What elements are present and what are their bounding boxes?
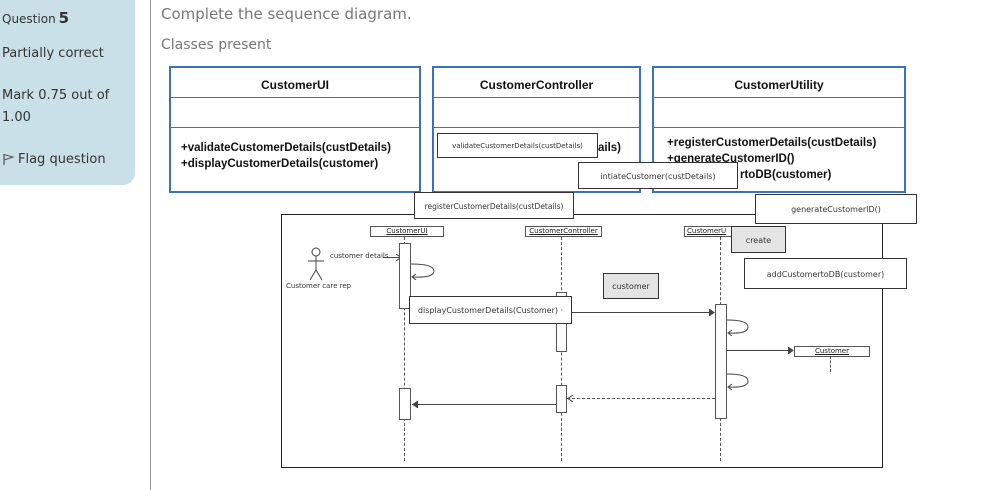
arrowhead-icon bbox=[709, 309, 715, 316]
class-box-customercontroller: CustomerController ails) bbox=[432, 66, 641, 193]
class-operation: +validateCustomerDetails(custDetails) bbox=[181, 142, 391, 154]
class-name: CustomerUtility bbox=[734, 78, 824, 92]
class-name: CustomerUI bbox=[260, 78, 329, 92]
question-label-text: Question bbox=[2, 12, 56, 26]
message-arrow bbox=[383, 257, 400, 258]
question-mark-line1: Mark 0.75 out of bbox=[2, 88, 110, 103]
activation-bar bbox=[399, 388, 411, 420]
class-box-customerui: CustomerUI +validateCustomerDetails(cust… bbox=[169, 66, 421, 193]
question-mark-line2: 1.00 bbox=[2, 110, 31, 125]
class-divider bbox=[171, 97, 419, 98]
drag-token-validate[interactable]: validateCustomerDetails(custDetails) bbox=[437, 133, 598, 158]
drag-token-display[interactable]: displayCustomerDetails(Customer) · bbox=[409, 296, 572, 324]
arrowhead-icon bbox=[788, 347, 794, 354]
drag-token-register[interactable]: registerCustomerDetails(custDetails) bbox=[414, 192, 574, 219]
class-divider bbox=[434, 97, 639, 98]
flag-question-link[interactable]: Flag question bbox=[2, 152, 106, 167]
flag-icon bbox=[3, 153, 15, 165]
class-operation: +registerCustomerDetails(custDetails) bbox=[667, 137, 877, 149]
question-number: 5 bbox=[58, 9, 70, 27]
actor-icon bbox=[308, 247, 324, 281]
message-arrow bbox=[412, 404, 556, 405]
drag-token-generate[interactable]: generateCustomerID() bbox=[755, 194, 917, 224]
drag-token-add[interactable]: addCustomertoDB(customer) bbox=[744, 258, 907, 289]
class-operations: ails) bbox=[598, 140, 621, 156]
return-message-arrow bbox=[567, 398, 715, 399]
class-name: CustomerController bbox=[479, 78, 594, 92]
class-operations: +validateCustomerDetails(custDetails) +d… bbox=[181, 140, 391, 172]
question-heading: Complete the sequence diagram. bbox=[161, 5, 412, 23]
question-status: Partially correct bbox=[2, 46, 104, 61]
message-arrow bbox=[727, 350, 793, 351]
self-call-arrow bbox=[410, 263, 435, 280]
self-call-arrow bbox=[726, 319, 749, 336]
class-divider bbox=[171, 127, 419, 128]
class-operations: +registerCustomerDetails(custDetails) +g… bbox=[667, 135, 876, 183]
lifeline-head-customercontroller: CustomerController bbox=[525, 226, 602, 237]
lifeline-head-customerui: CustomerUI bbox=[370, 226, 444, 237]
self-call-arrow bbox=[726, 373, 749, 390]
class-box-customerutility: CustomerUtility +registerCustomerDetails… bbox=[652, 66, 906, 193]
class-divider bbox=[434, 127, 639, 128]
class-operation: rtoDB(customer) bbox=[740, 169, 832, 181]
class-operation: ails) bbox=[598, 142, 622, 154]
flag-question-label: Flag question bbox=[18, 152, 106, 167]
drag-token-customer[interactable]: customer bbox=[603, 273, 659, 299]
lifeline-head-customer: Customer bbox=[794, 346, 870, 357]
arrowhead-icon bbox=[567, 395, 574, 402]
drag-token-initiate[interactable]: intiateCustomer(custDetails) bbox=[578, 162, 738, 189]
lifeline bbox=[830, 356, 831, 372]
message-arrow bbox=[567, 312, 714, 313]
lifeline-head-customerutility: CustomerU bbox=[684, 226, 738, 237]
arrowhead-icon bbox=[412, 401, 419, 408]
class-divider bbox=[654, 97, 904, 98]
lifeline bbox=[404, 237, 405, 461]
question-subheading: Classes present bbox=[161, 37, 272, 53]
sequence-diagram-frame bbox=[281, 214, 883, 468]
activation-bar bbox=[715, 304, 727, 419]
activation-bar bbox=[556, 385, 567, 413]
content-divider bbox=[150, 0, 151, 490]
actor-label: Customer care rep bbox=[286, 282, 352, 290]
drag-token-create[interactable]: create bbox=[731, 226, 786, 253]
message-label: customer details bbox=[330, 252, 389, 260]
class-operation: +displayCustomerDetails(customer) bbox=[181, 158, 379, 170]
activation-bar bbox=[399, 243, 411, 309]
class-divider bbox=[654, 127, 904, 128]
